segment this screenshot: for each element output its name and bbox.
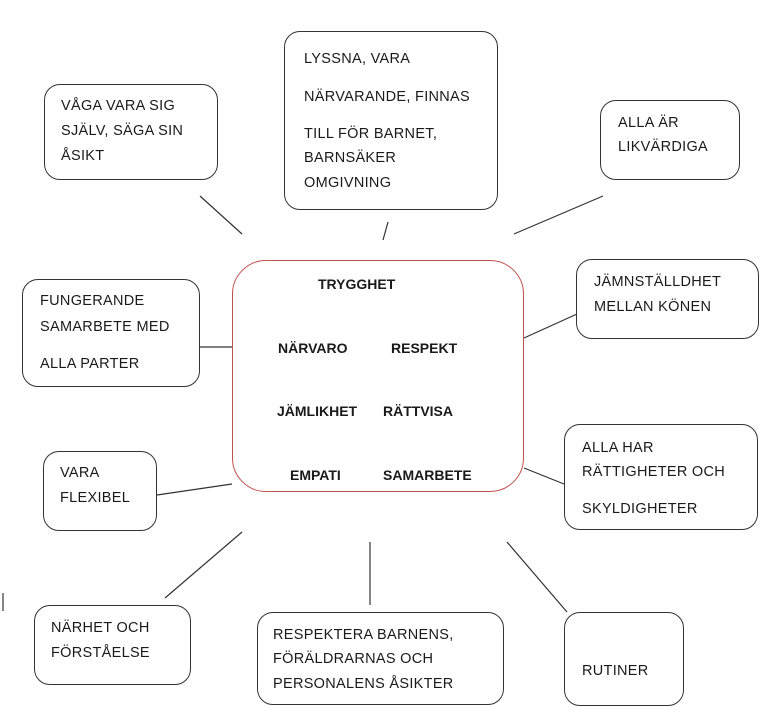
box-vaga-line-3: ÅSIKT <box>61 148 105 164</box>
box-vaga-line-2: SJÄLV, SÄGA SIN <box>61 123 184 139</box>
box-alla-lika-line-2: LIKVÄRDIGA <box>618 139 709 155</box>
box-vaga-vara-sig-sjalv <box>44 84 218 180</box>
box-alla-ar-likvardiga <box>600 100 740 180</box>
center-box-trygghet <box>232 260 524 492</box>
box-alla-lika-line-1: ALLA ÄR <box>618 115 679 131</box>
center-value-respekt: RESPEKT <box>391 340 458 356</box>
box-rutiner-line-1: RUTINER <box>582 663 649 679</box>
box-lyssna-line-4: BARNSÄKER <box>304 150 397 166</box>
box-lyssna-line-5: OMGIVNING <box>304 175 392 191</box>
box-lyssna-vara-narvarande <box>284 31 498 210</box>
box-rattigheter-line-3: SKYLDIGHETER <box>582 501 698 517</box>
box-lyssna-line-2: NÄRVARANDE, FINNAS <box>304 89 471 105</box>
connector-narhet <box>164 531 243 599</box>
center-value-narvaro: NÄRVARO <box>278 340 348 356</box>
connector-alla-lika <box>513 195 604 235</box>
box-lyssna-line-3: TILL FÖR BARNET, <box>304 126 438 142</box>
center-value-rattvisa: RÄTTVISA <box>383 403 453 419</box>
center-value-samarbete: SAMARBETE <box>383 467 472 483</box>
box-fungerande-line-1: FUNGERANDE <box>40 293 145 309</box>
box-jamstalldhet-mellan-konen <box>576 259 759 339</box>
box-rutiner <box>564 612 684 706</box>
connector-flexibel <box>156 483 233 496</box>
box-flexibel-line-2: FLEXIBEL <box>60 490 131 506</box>
connector-lyssna <box>382 221 389 241</box>
box-respektera-line-1: RESPEKTERA BARNENS, <box>273 627 454 643</box>
connector-vaga <box>199 195 243 235</box>
box-respektera-line-2: FÖRÄLDRARNAS OCH <box>273 651 434 667</box>
box-narhet-line-2: FÖRSTÅELSE <box>51 645 150 661</box>
box-narhet-line-1: NÄRHET OCH <box>51 620 150 636</box>
box-narhet-och-forstaelse <box>34 605 191 685</box>
box-jamstalldhet-line-1: JÄMNSTÄLLDHET <box>594 274 722 290</box>
center-title: TRYGGHET <box>318 276 396 292</box>
box-jamstalldhet-line-2: MELLAN KÖNEN <box>594 299 712 315</box>
box-respektera-line-3: PERSONALENS ÅSIKTER <box>273 676 454 692</box>
box-vaga-line-1: VÅGA VARA SIG <box>61 98 176 114</box>
box-rattigheter-line-1: ALLA HAR <box>582 440 654 456</box>
box-flexibel-line-1: VARA <box>60 465 100 481</box>
box-lyssna-line-1: LYSSNA, VARA <box>304 51 411 67</box>
box-vara-flexibel <box>43 451 157 531</box>
box-rattigheter-line-2: RÄTTIGHETER OCH <box>582 464 726 480</box>
connector-rutiner <box>506 541 568 613</box>
connector-jamstalldhet <box>523 313 578 339</box>
center-value-jamlikhet: JÄMLIKHET <box>277 403 358 419</box>
box-fungerande-samarbete <box>22 279 200 387</box>
box-fungerande-line-3: ALLA PARTER <box>40 356 140 372</box>
connector-rattigheter <box>523 467 565 485</box>
box-fungerande-line-2: SAMARBETE MED <box>40 319 170 335</box>
box-alla-har-rattigheter <box>564 424 758 530</box>
box-respektera-asikter <box>257 612 504 705</box>
center-value-empati: EMPATI <box>290 467 341 483</box>
